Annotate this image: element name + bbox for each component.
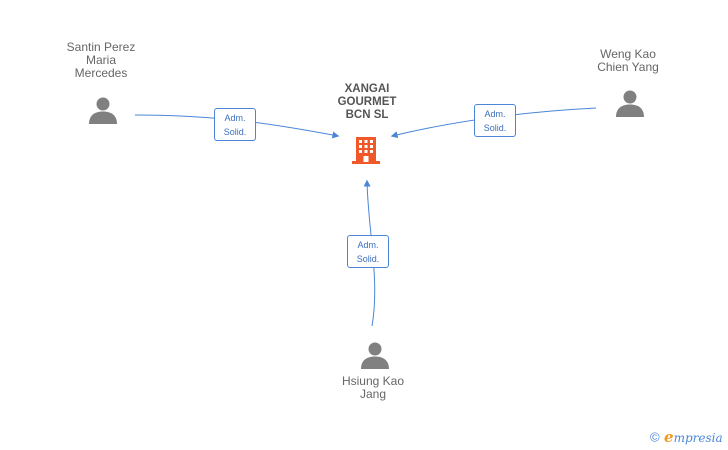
relation-label-line1: Adm. [484,109,506,119]
person-icon [616,90,644,117]
person-icon [89,97,117,124]
relation-badge-weng[interactable]: Adm. Solid. [474,104,516,137]
person-name-line3: Mercedes [74,66,128,80]
person-node-weng[interactable]: Weng Kao Chien Yang [572,48,684,74]
brand-logo-initial: e [664,428,674,446]
person-icon [361,342,389,369]
relation-badge-santin[interactable]: Adm. Solid. [214,108,256,141]
person-node-hsiung[interactable]: Hsiung Kao Jang [317,375,429,401]
person-name-line1: Weng Kao [600,47,656,61]
company-node[interactable]: XANGAI GOURMET BCN SL [322,83,412,122]
relation-badge-hsiung[interactable]: Adm. Solid. [347,235,389,268]
person-name-line1: Hsiung Kao [341,374,405,388]
company-name-line3: BCN SL [345,109,389,121]
brand-footer: © empresia [650,428,723,448]
person-name-line2: Chien Yang [597,60,659,74]
relation-label-line2: Solid. [223,127,247,137]
person-node-santin[interactable]: Santin Perez Maria Mercedes [45,41,157,80]
relation-label-line1: Adm. [357,240,379,250]
person-name-line2: Jang [359,387,387,401]
company-name-line1: XANGAI [344,83,390,95]
brand-logo: empresia [664,428,723,446]
person-name-line1: Santin Perez [66,40,136,54]
company-name-line2: GOURMET [337,96,397,108]
building-icon [352,137,380,164]
copyright-icon: © [650,429,660,445]
person-name-line2: Maria [85,53,116,67]
relation-label-line2: Solid. [483,123,507,133]
relation-label-line2: Solid. [356,254,380,264]
relation-label-line1: Adm. [224,113,246,123]
brand-logo-rest: mpresia [673,431,723,445]
